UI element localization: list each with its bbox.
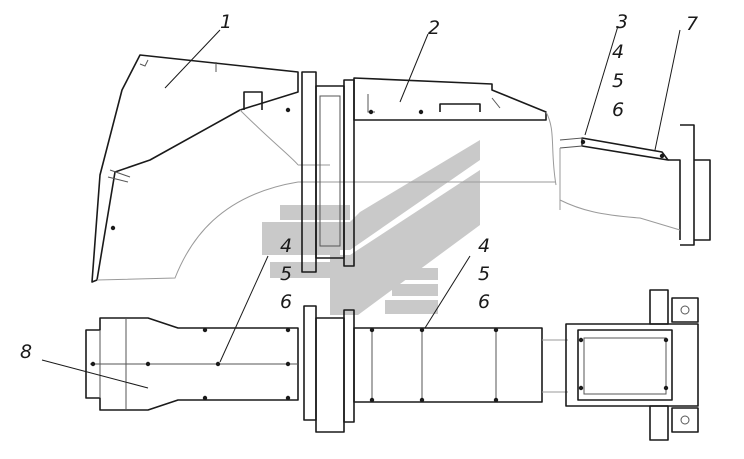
- part-8-front-plan: [85, 317, 299, 411]
- callout-8: 8: [20, 341, 32, 363]
- callout-4-right: 4: [478, 235, 490, 257]
- callout-3: 3: [616, 11, 628, 33]
- frame-rail-top: [298, 164, 555, 183]
- callout-labels: 1 2 3 4 5 6 7 4 5 6 4 5 6 8: [20, 11, 698, 363]
- part-2-middle-cover: [353, 77, 557, 186]
- callout-4-top: 4: [612, 41, 624, 63]
- callout-5-left: 5: [280, 263, 292, 285]
- coupling-flange-bottom: [303, 305, 355, 433]
- rear-plan-bracket: [565, 289, 699, 441]
- callout-7: 7: [686, 13, 698, 35]
- callout-4-left: 4: [280, 235, 292, 257]
- callout-6-left: 6: [280, 291, 292, 313]
- middle-plan-cover: [353, 327, 568, 403]
- rear-bracket-assembly: [559, 124, 711, 246]
- callout-5-right: 5: [478, 263, 490, 285]
- leader-lines: [41, 25, 681, 389]
- callout-6-right: 6: [478, 291, 490, 313]
- callout-6-top: 6: [612, 99, 624, 121]
- coupling-flange-top: [301, 71, 355, 273]
- callout-2: 2: [428, 17, 440, 39]
- callout-1: 1: [220, 11, 232, 33]
- callout-5-top: 5: [612, 70, 624, 92]
- watermark-logo: [262, 140, 480, 315]
- part-1-front-cover: [91, 54, 299, 283]
